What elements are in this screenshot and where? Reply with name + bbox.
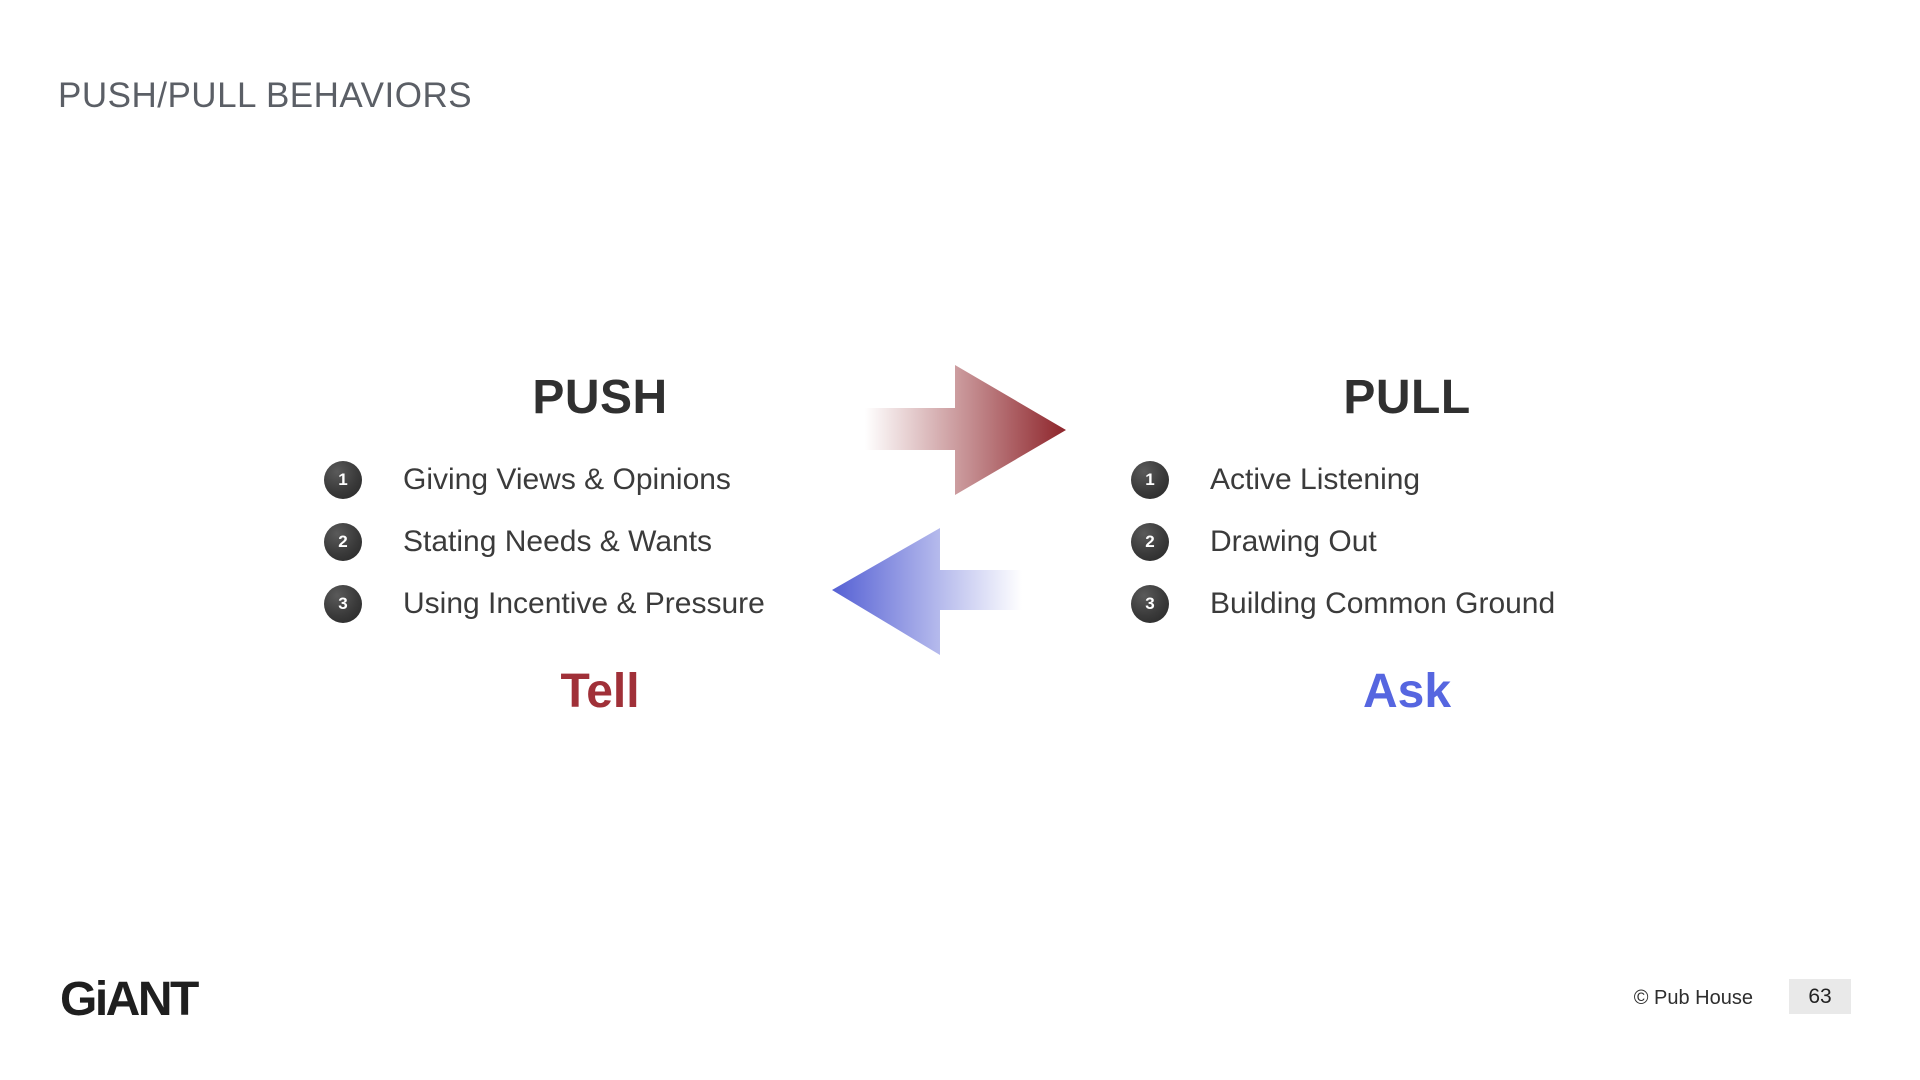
pull-heading: PULL: [1343, 371, 1471, 424]
tell-label: Tell: [560, 665, 640, 718]
item-number-badge: 3: [324, 585, 362, 623]
item-label: Drawing Out: [1210, 525, 1377, 558]
list-item: 1 Giving Views & Opinions: [324, 449, 765, 511]
item-label: Using Incentive & Pressure: [403, 587, 765, 620]
push-arrow-icon: [865, 365, 1066, 495]
item-number-badge: 1: [324, 461, 362, 499]
ask-label: Ask: [1362, 665, 1452, 718]
list-item: 3 Using Incentive & Pressure: [324, 573, 765, 635]
item-number-badge: 2: [1131, 523, 1169, 561]
item-number-badge: 1: [1131, 461, 1169, 499]
item-label: Stating Needs & Wants: [403, 525, 713, 558]
push-list: 1 Giving Views & Opinions 2 Stating Need…: [324, 449, 765, 635]
push-heading: PUSH: [532, 371, 668, 424]
item-label: Building Common Ground: [1210, 587, 1556, 620]
list-item: 3 Building Common Ground: [1131, 573, 1555, 635]
item-number-badge: 3: [1131, 585, 1169, 623]
item-label: Giving Views & Opinions: [403, 463, 731, 496]
copyright-text: © Pub House: [1633, 987, 1753, 1009]
item-number-badge: 2: [324, 523, 362, 561]
slide-title: PUSH/PULL BEHAVIORS: [58, 76, 473, 115]
list-item: 1 Active Listening: [1131, 449, 1555, 511]
item-label: Active Listening: [1210, 463, 1421, 496]
giant-logo: GiANT: [60, 973, 199, 1026]
list-item: 2 Drawing Out: [1131, 511, 1555, 573]
pull-arrow-icon: [832, 528, 1022, 655]
page-number-badge: 63: [1789, 979, 1851, 1014]
pull-list: 1 Active Listening 2 Drawing Out 3 Build…: [1131, 449, 1555, 635]
list-item: 2 Stating Needs & Wants: [324, 511, 765, 573]
